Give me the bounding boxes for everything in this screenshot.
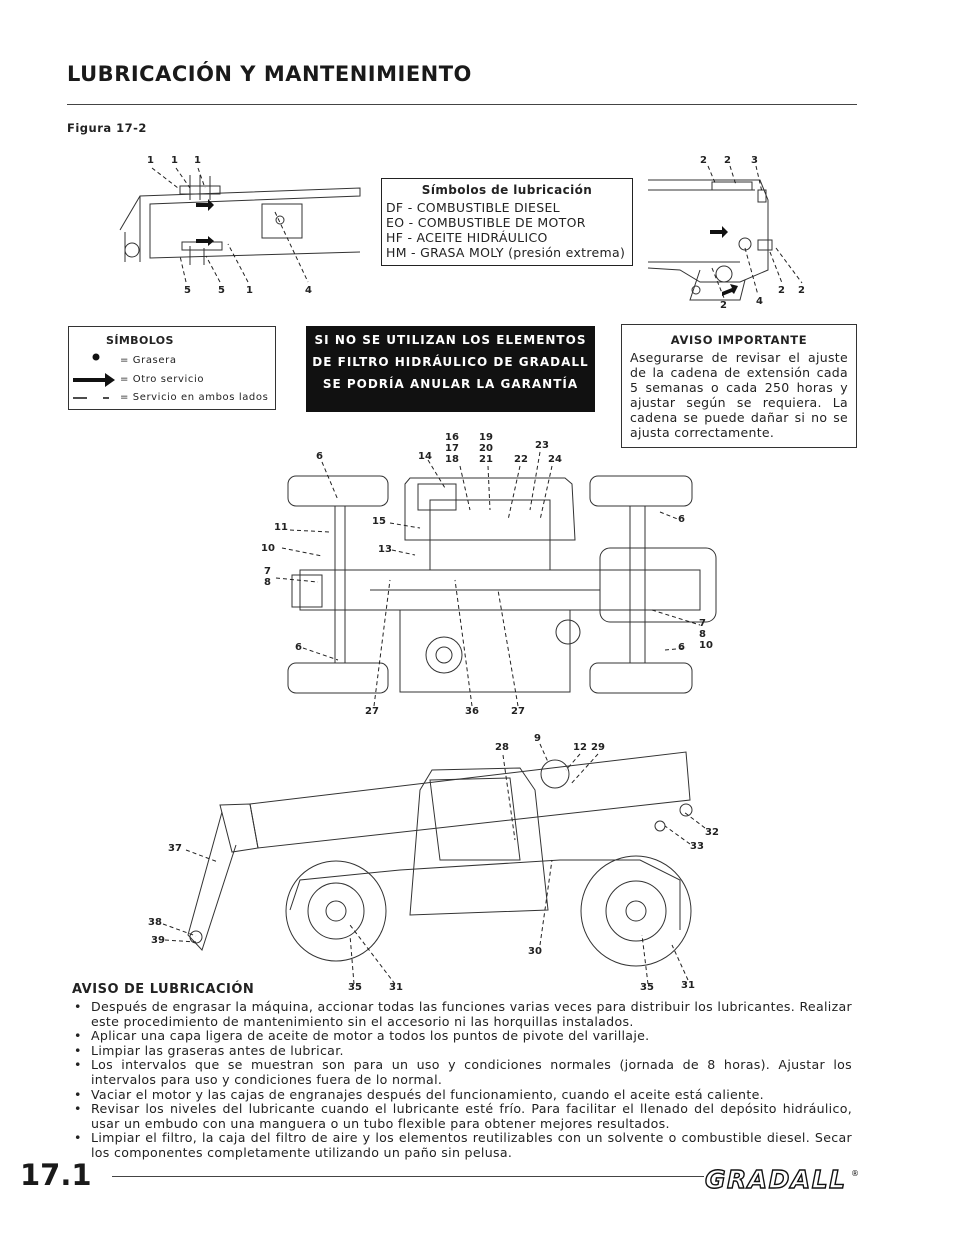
callout-14: 14 <box>418 451 432 462</box>
callout-8b: 8 <box>699 629 706 640</box>
callout-7a: 7 <box>264 566 271 577</box>
callout-35b: 35 <box>640 982 654 993</box>
callout-9: 9 <box>534 733 541 744</box>
callout-17: 17 <box>445 443 459 454</box>
callout-23: 23 <box>535 440 549 451</box>
callout-24: 24 <box>548 454 562 465</box>
symbols-heading: SÍMBOLOS <box>106 334 174 347</box>
callout-36: 36 <box>465 706 479 717</box>
registered-mark: ® <box>851 1169 859 1178</box>
arrow-right-icon <box>73 373 115 387</box>
warning-line-1: SI NO SE UTILIZAN LOS ELEMENTOS <box>314 333 587 347</box>
callout-27b: 27 <box>511 706 525 717</box>
warranty-warning-box: SI NO SE UTILIZAN LOS ELEMENTOS DE FILTR… <box>306 326 595 412</box>
callout-38: 38 <box>148 917 162 928</box>
notice-heading: AVISO IMPORTANTE <box>670 333 808 347</box>
list-item: Revisar los niveles del lubricante cuand… <box>72 1101 852 1131</box>
lubrication-symbols-box: Símbolos de lubricación DF - COMBUSTIBLE… <box>381 178 633 266</box>
symbol-other-service-label: = Otro servicio <box>120 374 205 385</box>
callout-20: 20 <box>479 443 493 454</box>
lub-symbol-eo: EO - COMBUSTIBLE DE MOTOR <box>386 215 586 230</box>
callout-28: 28 <box>495 742 509 753</box>
callout-37: 37 <box>168 843 182 854</box>
callout-10a: 10 <box>261 543 275 554</box>
callout-8a: 8 <box>264 577 271 588</box>
callout-22: 22 <box>514 454 528 465</box>
callout-5a: 5 <box>184 285 191 296</box>
lubrication-notice-list: Después de engrasar la máquina, accionar… <box>72 999 852 1161</box>
notice-body: Asegurarse de revisar el ajuste de la ca… <box>630 350 848 440</box>
logo-wordmark: GRADALL <box>705 1165 847 1194</box>
symbols-legend-box: SÍMBOLOS = Grasera = Otro servicio = Ser… <box>68 326 276 410</box>
callout-10b: 10 <box>699 640 713 651</box>
callout-31b: 31 <box>681 980 695 991</box>
callout-1d: 1 <box>246 285 253 296</box>
callout-4a: 4 <box>305 285 312 296</box>
callout-7b: 7 <box>699 618 706 629</box>
list-item: Limpiar el filtro, la caja del filtro de… <box>72 1130 852 1160</box>
callout-21: 21 <box>479 454 493 465</box>
callout-12: 12 <box>573 742 587 753</box>
callout-15: 15 <box>372 516 386 527</box>
list-item: Limpiar las graseras antes de lubricar. <box>72 1043 852 1059</box>
callout-4b: 4 <box>756 296 763 307</box>
lub-symbol-hm: HM - GRASA MOLY (presión extrema) <box>386 245 626 260</box>
list-item: Después de engrasar la máquina, accionar… <box>72 999 852 1029</box>
figure-label: Figura 17-2 <box>67 121 147 135</box>
lubrication-notice-heading: AVISO DE LUBRICACIÓN <box>72 982 255 997</box>
callout-30: 30 <box>528 946 542 957</box>
lub-symbol-hf: HF - ACEITE HIDRÁULICO <box>386 230 548 245</box>
page-title: LUBRICACIÓN Y MANTENIMIENTO <box>67 62 472 86</box>
grease-dot-icon <box>92 353 100 361</box>
callout-1a: 1 <box>147 155 154 166</box>
callout-6d: 6 <box>678 642 685 653</box>
list-item: Los intervalos que se muestran son para … <box>72 1058 852 1087</box>
callout-1b: 1 <box>171 155 178 166</box>
page-number: 17.1 <box>20 1158 92 1192</box>
callout-16: 16 <box>445 432 459 443</box>
callout-39: 39 <box>151 935 165 946</box>
callout-6a: 6 <box>316 451 323 462</box>
lubrication-symbols-heading: Símbolos de lubricación <box>421 183 593 197</box>
callout-27a: 27 <box>365 706 379 717</box>
symbol-grease-label: = Grasera <box>120 355 177 366</box>
footer-divider <box>112 1176 704 1177</box>
gradall-logo: GRADALL ® <box>704 1164 859 1194</box>
symbol-both-sides-label: = Servicio en ambos lados <box>120 392 269 403</box>
important-notice-box: AVISO IMPORTANTE Asegurarse de revisar e… <box>621 324 857 448</box>
callout-3: 3 <box>751 155 758 166</box>
callout-11: 11 <box>274 522 288 533</box>
title-divider <box>67 104 857 105</box>
callout-2c: 2 <box>778 285 785 296</box>
callout-33: 33 <box>690 841 704 852</box>
callout-2d: 2 <box>798 285 805 296</box>
callout-5b: 5 <box>218 285 225 296</box>
callout-19: 19 <box>479 432 493 443</box>
callout-1c: 1 <box>194 155 201 166</box>
lub-symbol-df: DF - COMBUSTIBLE DIESEL <box>386 200 560 215</box>
list-item: Aplicar una capa ligera de aceite de mot… <box>72 1029 852 1044</box>
warning-line-3: SE PODRÍA ANULAR LA GARANTÍA <box>322 377 579 391</box>
warning-line-2: DE FILTRO HIDRÁULICO DE GRADALL <box>312 355 589 369</box>
list-item: Vaciar el motor y las cajas de engranaje… <box>72 1087 852 1103</box>
callout-2b: 2 <box>724 155 731 166</box>
callout-6b: 6 <box>295 642 302 653</box>
callout-13: 13 <box>378 544 392 555</box>
callout-32: 32 <box>705 827 719 838</box>
callout-18: 18 <box>445 454 459 465</box>
callout-2e: 2 <box>720 300 727 311</box>
callout-31a: 31 <box>389 982 403 993</box>
callout-2a: 2 <box>700 155 707 166</box>
callout-6c: 6 <box>678 514 685 525</box>
callout-35a: 35 <box>348 982 362 993</box>
callout-29: 29 <box>591 742 605 753</box>
symbol-glyphs <box>73 353 115 399</box>
